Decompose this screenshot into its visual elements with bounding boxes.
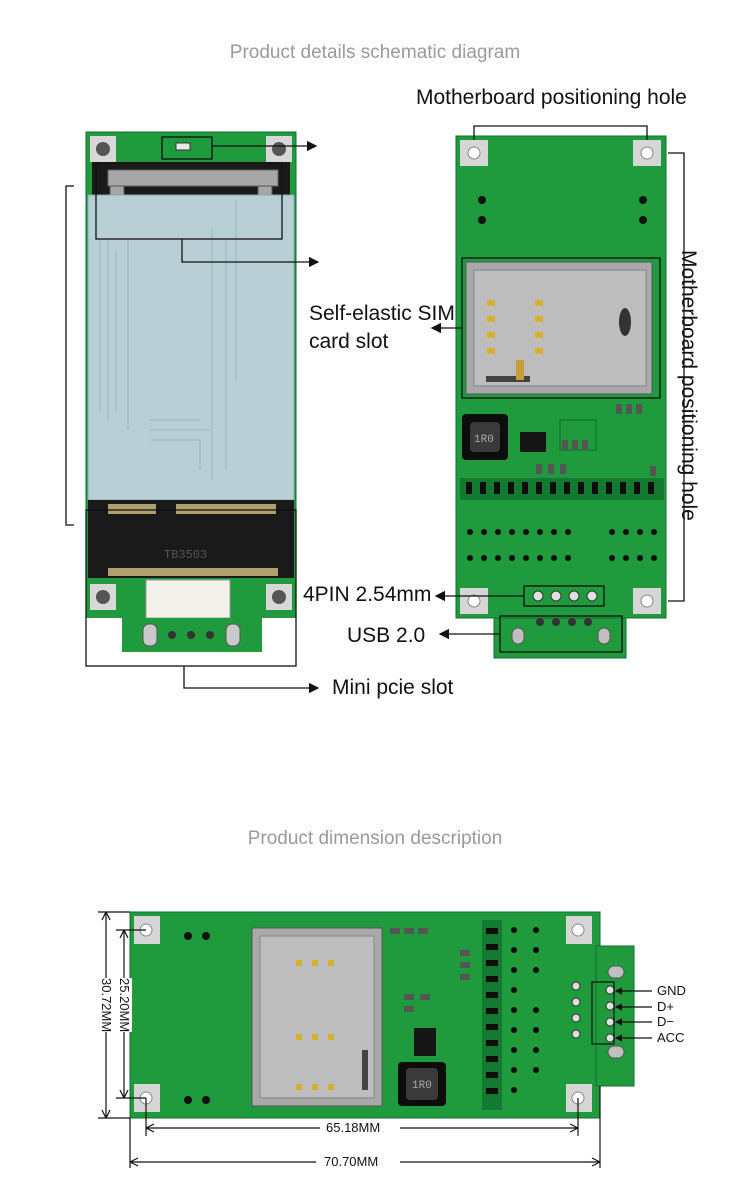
- sim-slot-label-line1: Self-elastic SIM: [309, 302, 455, 325]
- dim-width-inner: 65.18MM: [326, 1120, 381, 1135]
- sim-slot-label-line2: card slot: [309, 330, 389, 353]
- inductor-mark: 1R0: [474, 434, 494, 446]
- schematic-title: Product details schematic diagram: [229, 42, 521, 63]
- pin-label-acc: ACC: [657, 1030, 685, 1045]
- dimension-title: Product dimension description: [247, 828, 503, 849]
- pin-header-label: 4PIN 2.54mm: [303, 583, 432, 606]
- dim-width-outer: 70.70MM: [324, 1154, 379, 1169]
- mini-pcie-label: Mini pcie slot: [332, 676, 454, 699]
- usb-label: USB 2.0: [347, 624, 426, 647]
- dimension-board: 1R0: [129, 911, 635, 1119]
- pin-label-dminus: D−: [657, 1014, 674, 1029]
- front-board: TB3503: [85, 131, 297, 652]
- pcie-chip-mark: TB3503: [164, 548, 207, 562]
- back-board: 1R0: [455, 135, 667, 659]
- jst-connector: [145, 579, 231, 619]
- pin-label-dplus: D+: [657, 999, 674, 1014]
- pin-label-gnd: GND: [657, 983, 686, 998]
- motherboard-hole-label-side: Motherboard positioning hole: [677, 250, 700, 521]
- dim-height-outer: 30.72MM: [99, 978, 114, 1033]
- motherboard-hole-label-top: Motherboard positioning hole: [416, 86, 687, 109]
- inductor-mark-2: 1R0: [412, 1080, 432, 1092]
- module-shield: [87, 194, 295, 501]
- dim-height-inner: 25.20MM: [117, 978, 132, 1033]
